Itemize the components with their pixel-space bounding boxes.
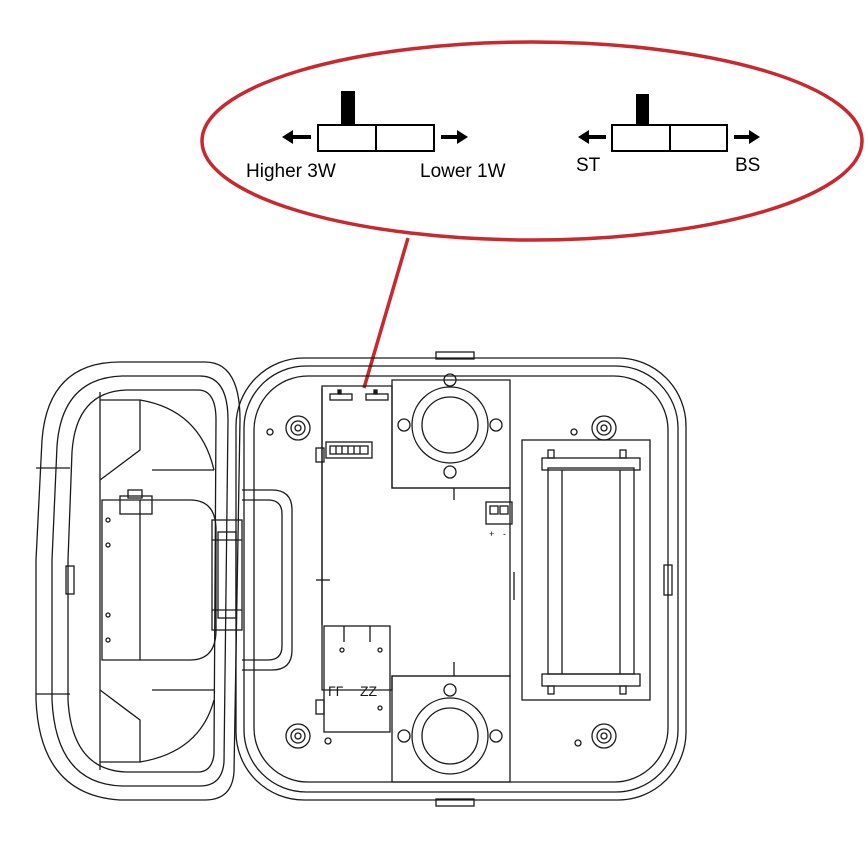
screw-icon: [285, 723, 311, 749]
mode-switch-knob: [636, 94, 649, 126]
lamp-cover-outline: [35, 361, 241, 801]
main-housing: [235, 351, 687, 807]
callout-leader-line: [362, 237, 410, 389]
mount-boss-top: [411, 386, 489, 464]
arrow-right-icon: [734, 130, 760, 144]
board-connector: [315, 441, 373, 463]
terminal-block: [485, 501, 513, 525]
mode-switch: ST BS: [576, 94, 760, 176]
callout-ellipse: [200, 40, 864, 242]
board-marks: + - ГГ ZZ: [328, 529, 506, 699]
screw-icon: [591, 723, 617, 749]
hinge: [211, 489, 293, 671]
arrow-left-icon: [282, 130, 311, 144]
lamp-cover: [35, 361, 241, 801]
mount-boss-bottom: [411, 697, 489, 775]
arrow-right-icon: [441, 130, 468, 144]
dip-switch-callout: Higher 3W Lower 1W ST BS: [200, 40, 864, 389]
screw-icon: [285, 415, 311, 441]
label-bs: BS: [735, 155, 760, 176]
housing-outer: [235, 357, 687, 801]
connector-mark-left: ГГ: [328, 683, 344, 699]
arrow-left-icon: [578, 130, 606, 144]
driver-board: [321, 385, 511, 691]
label-st: ST: [576, 155, 601, 176]
screw-icon: [591, 415, 617, 441]
power-switch: Higher 3W Lower 1W: [246, 91, 506, 182]
connector-mark-right: ZZ: [360, 683, 378, 699]
label-lower-1w: Lower 1W: [420, 161, 506, 182]
terminal-plus-mark: +: [489, 529, 494, 539]
board-dip-switches: [329, 389, 389, 401]
terminal-minus-mark: -: [503, 529, 506, 539]
power-switch-knob: [341, 91, 355, 125]
label-higher-3w: Higher 3W: [246, 161, 336, 182]
lower-connector-pad: [315, 625, 391, 733]
battery-holder: [521, 439, 651, 701]
